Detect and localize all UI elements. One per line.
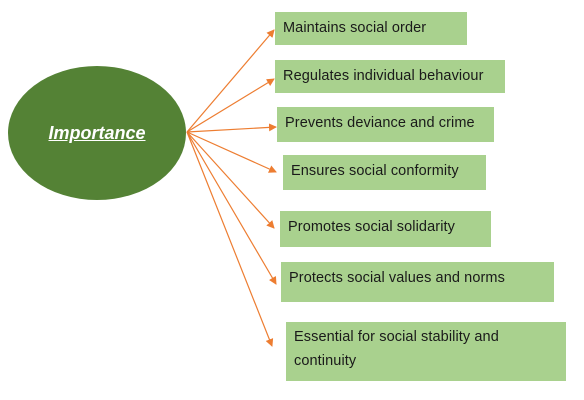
center-label: Importance xyxy=(48,122,146,143)
item-box-7: Essential for social stability and conti… xyxy=(286,322,566,381)
arrow-to-item-3 xyxy=(186,123,277,133)
arrow-to-item-6 xyxy=(186,131,277,285)
arrow-to-item-1 xyxy=(186,29,275,133)
item-box-1: Maintains social order xyxy=(275,12,467,45)
item-box-2: Regulates individual behaviour xyxy=(275,60,505,93)
item-box-5: Promotes social solidarity xyxy=(280,211,491,247)
importance-center-node: Importance xyxy=(8,66,186,200)
item-box-4: Ensures social conformity xyxy=(283,155,486,190)
item-box-6: Protects social values and norms xyxy=(281,262,554,302)
arrow-to-item-4 xyxy=(186,131,277,173)
arrow-to-item-7 xyxy=(186,131,274,347)
arrow-to-item-2 xyxy=(186,78,275,133)
arrow-to-item-5 xyxy=(186,131,275,229)
item-box-3: Prevents deviance and crime xyxy=(277,107,494,142)
